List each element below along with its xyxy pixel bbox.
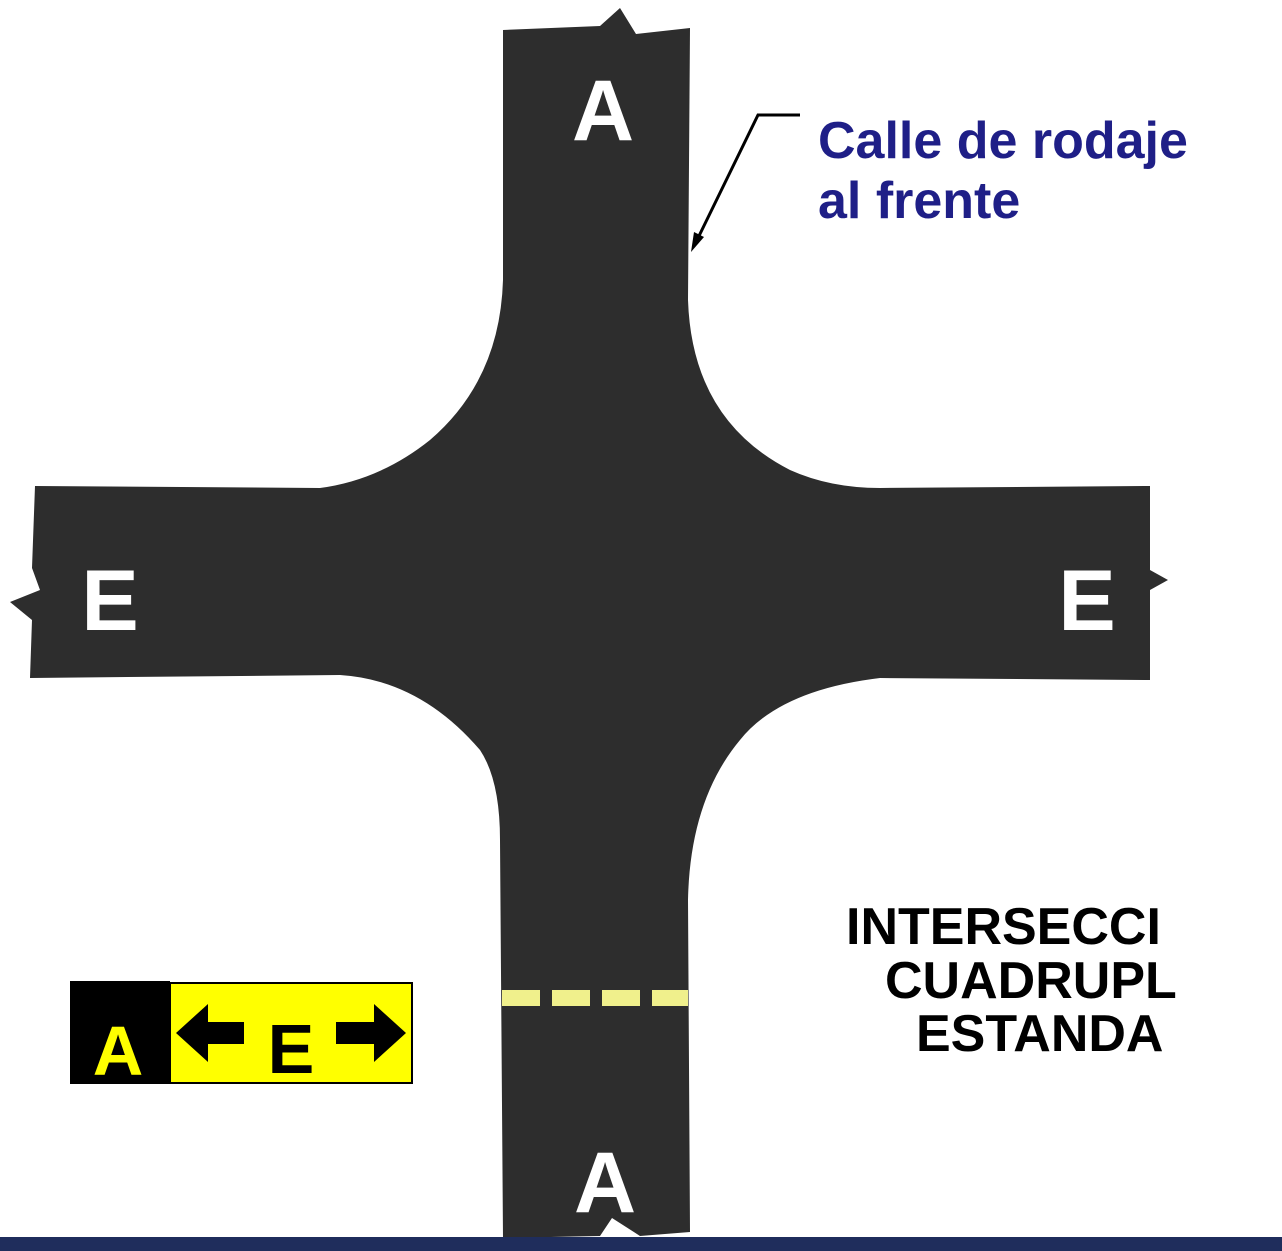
sign-direction-letter: E	[268, 1010, 315, 1088]
title-line1: INTERSECCI	[846, 898, 1161, 956]
sign-right-arrow-icon	[336, 1004, 406, 1062]
callout-text-line2: al frente	[818, 172, 1020, 230]
taxiway-label-west: E	[81, 553, 138, 649]
footer-bar	[0, 1237, 1282, 1251]
taxiway-sign: A E	[70, 981, 413, 1090]
hold-line	[502, 990, 688, 1006]
callout-leader-line	[696, 113, 800, 239]
taxiway-pavement	[10, 8, 1168, 1238]
title-line3: ESTANDA	[916, 1005, 1163, 1063]
hold-line-dash	[652, 990, 688, 1006]
hold-line-dash	[602, 990, 640, 1006]
sign-left-arrow-icon	[176, 1004, 244, 1062]
hold-line-dash	[552, 990, 590, 1006]
taxiway-label-south: A	[574, 1135, 636, 1231]
taxiway-label-north: A	[572, 63, 634, 159]
taxiway-label-east: E	[1058, 553, 1115, 649]
sign-location-letter: A	[93, 1012, 144, 1090]
title-line2: CUADRUPL	[885, 952, 1177, 1010]
callout-text-line1: Calle de rodaje	[818, 112, 1188, 170]
hold-line-dash	[502, 990, 540, 1006]
sign-location-panel	[70, 981, 170, 1084]
callout-arrowhead	[691, 232, 704, 252]
